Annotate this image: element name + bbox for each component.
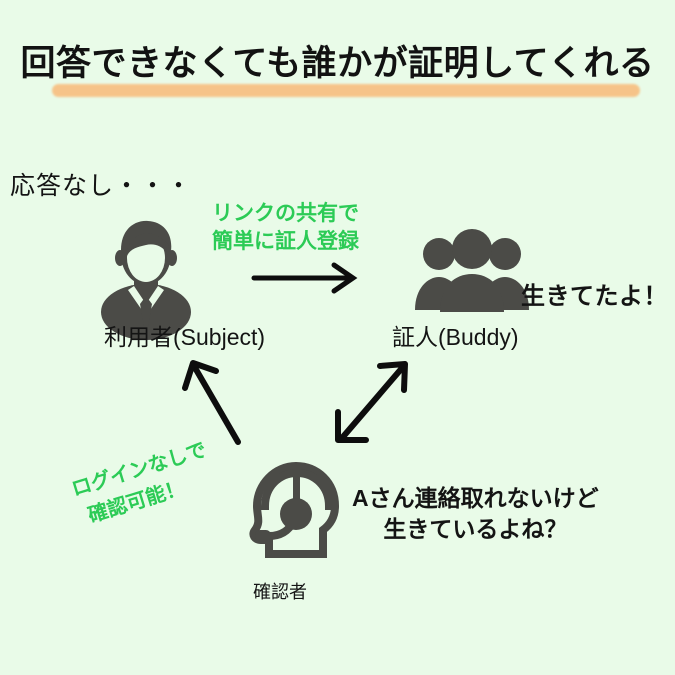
register-note: リンクの共有で 簡単に証人登録 bbox=[212, 200, 359, 256]
question-text: Aさん連絡取れないけど 生きているよね？ bbox=[352, 483, 599, 545]
nologin-note: ログインなしで 確認可能！ bbox=[68, 435, 219, 533]
arrow-up-left-icon bbox=[180, 358, 260, 448]
question-line2: 生きているよね？ bbox=[383, 516, 568, 542]
register-note-line2: 簡単に証人登録 bbox=[212, 230, 359, 253]
subject-label: 利用者(Subject) bbox=[104, 324, 266, 350]
page-title-container: 回答できなくても誰かが証明してくれる bbox=[0, 42, 675, 86]
buddy-label: 証人(Buddy) bbox=[392, 324, 519, 350]
headset-operator-icon bbox=[249, 458, 347, 566]
businessman-silhouette-icon bbox=[96, 216, 196, 340]
no-response-label: 応答なし・・・ bbox=[10, 172, 193, 200]
alive-reply-label: 生きてたよ！ bbox=[521, 283, 668, 310]
question-line1: Aさん連絡取れないけど bbox=[352, 485, 599, 511]
register-note-line1: リンクの共有で bbox=[212, 202, 359, 225]
arrow-double-diagonal-icon bbox=[332, 360, 414, 446]
people-group-icon bbox=[412, 228, 532, 316]
page-title: 回答できなくても誰かが証明してくれる bbox=[20, 44, 655, 83]
checker-label: 確認者 bbox=[253, 582, 307, 602]
arrow-right-icon bbox=[250, 258, 362, 298]
title-highlight-underline bbox=[52, 84, 640, 97]
